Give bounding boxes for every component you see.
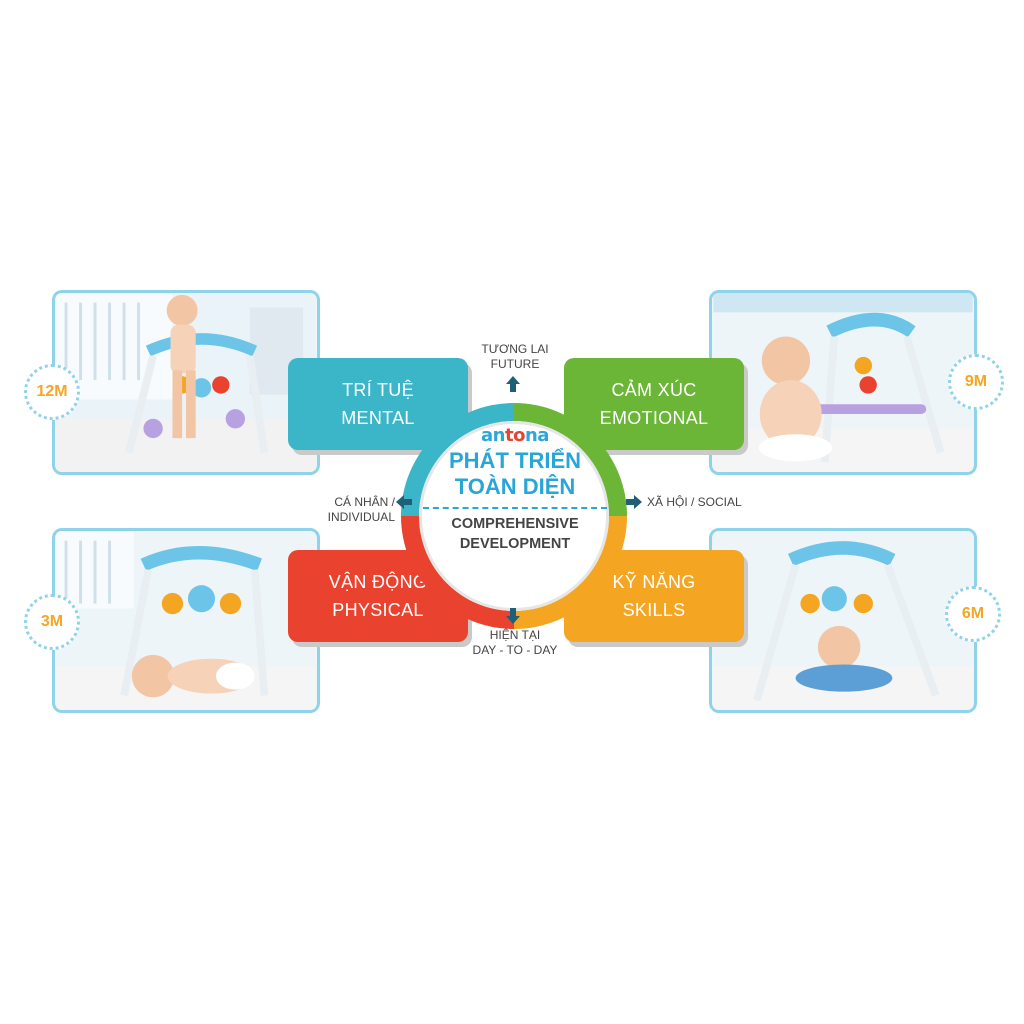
arrow-left-icon: [396, 495, 412, 509]
playgym-lying-illustration: [56, 531, 316, 710]
center-divider: [423, 507, 607, 509]
age-badge-9m: 9M: [948, 354, 1004, 410]
card-skills-vi: KỸ NĂNG: [612, 572, 696, 592]
card-emotional-vi: CẢM XÚC: [611, 380, 697, 400]
direction-down-line2: DAY - TO - DAY: [472, 643, 558, 657]
photo-12m-standing-baby: [52, 290, 320, 475]
age-badge-12m-label: 12M: [36, 383, 68, 400]
direction-down-line1: HIỆN TẠI: [489, 628, 541, 642]
playgym-tummy-illustration: [713, 531, 973, 710]
card-physical-en: PHYSICAL: [332, 600, 424, 620]
photo-6m-tummy-baby: [709, 528, 977, 713]
age-badge-6m: 6M: [945, 586, 1001, 642]
center-title-en-line2: DEVELOPMENT: [459, 536, 571, 552]
age-badge-9m-label: 9M: [964, 373, 988, 390]
center-title-vi-line1: PHÁT TRIỂN: [449, 448, 581, 473]
arrow-right-icon: [626, 495, 642, 509]
center-title-vi-line2: TOÀN DIỆN: [454, 474, 576, 499]
age-badge-3m-label: 3M: [40, 613, 64, 630]
age-badge-12m: 12M: [24, 364, 80, 420]
direction-up-line1: TƯƠNG LAI: [481, 342, 549, 356]
age-badge-3m: 3M: [24, 594, 80, 650]
direction-left-label: CÁ NHÂN / INDIVIDUAL: [327, 495, 395, 524]
photo-3m-lying-baby: [52, 528, 320, 713]
direction-right-label: XÃ HỘI / SOCIAL: [647, 495, 742, 509]
age-badge-6m-label: 6M: [961, 605, 985, 622]
brand-logo: antona: [481, 425, 549, 446]
direction-up-line2: FUTURE: [490, 357, 540, 371]
arrow-up-icon: [506, 376, 520, 392]
card-mental-vi: TRÍ TUỆ: [342, 380, 414, 400]
card-skills-en: SKILLS: [622, 600, 686, 620]
playgym-standing-illustration: [56, 293, 316, 472]
direction-up-label: TƯƠNG LAI FUTURE: [470, 342, 560, 372]
photo-9m-sitting-baby: [709, 290, 977, 475]
center-title-en-line1: COMPREHENSIVE: [451, 516, 579, 532]
playgym-sitting-illustration: [713, 293, 973, 472]
arrow-down-icon: [506, 608, 520, 624]
center-circle: [419, 421, 609, 611]
card-mental-en: MENTAL: [341, 408, 415, 428]
direction-down-label: HIỆN TẠI DAY - TO - DAY: [465, 628, 565, 658]
